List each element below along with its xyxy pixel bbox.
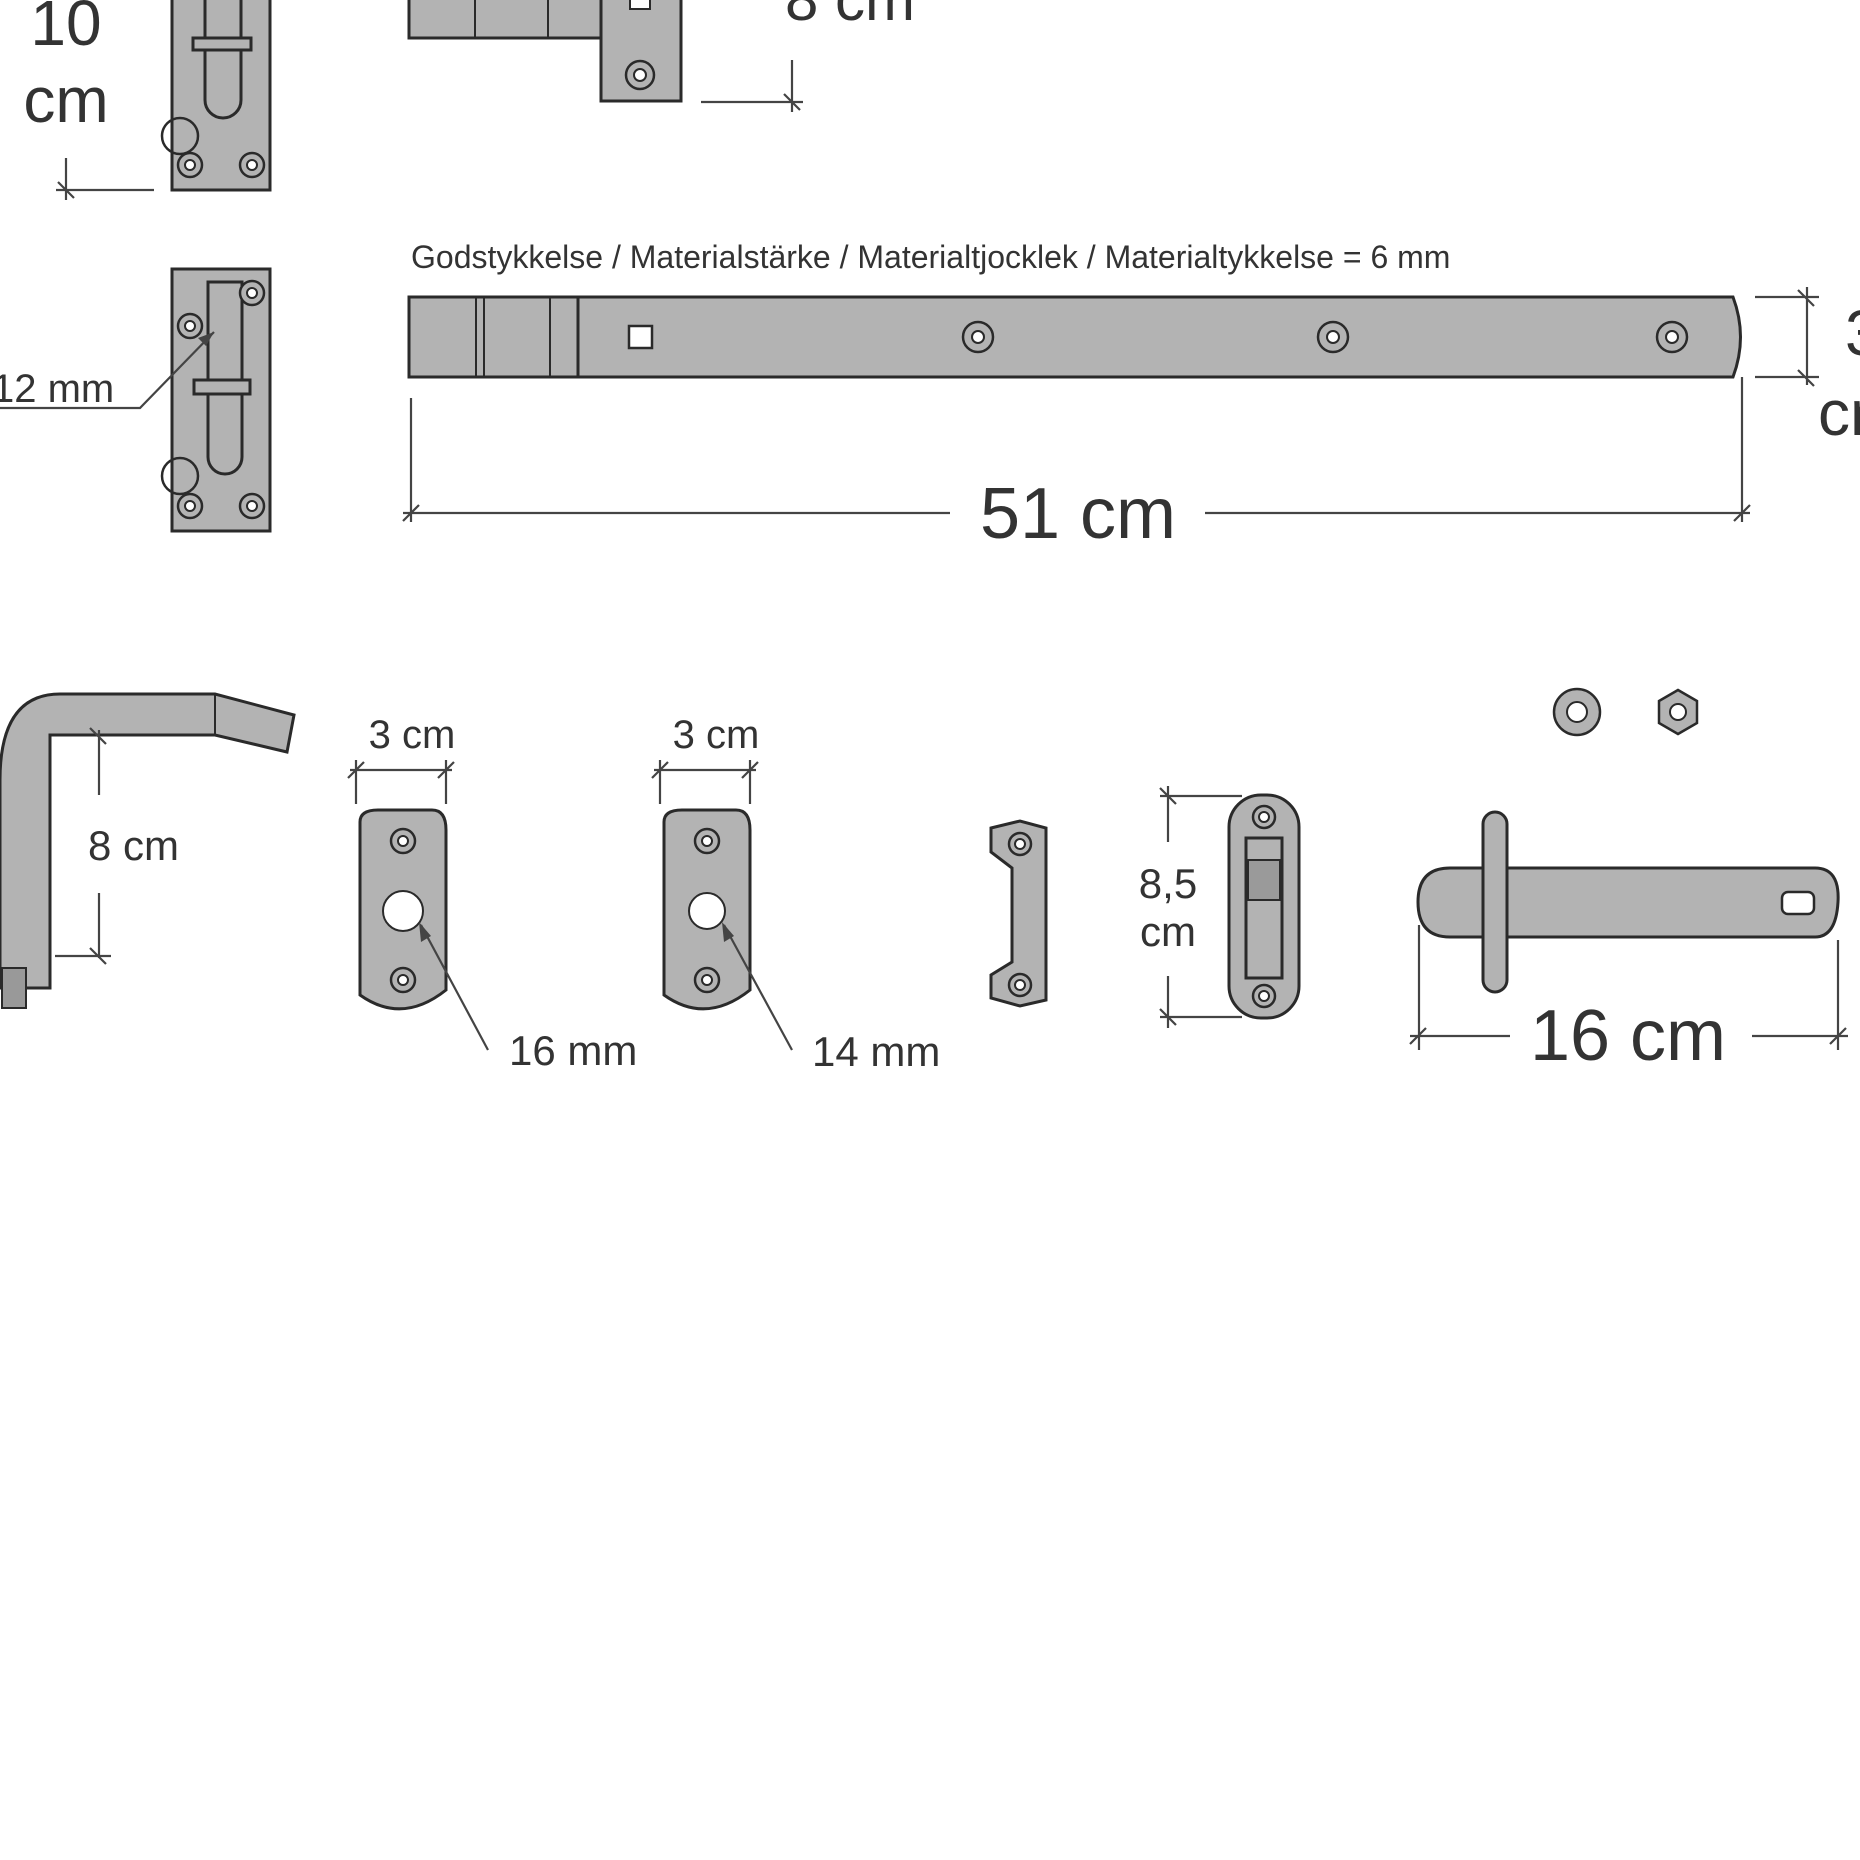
washer bbox=[1552, 687, 1602, 737]
material-thickness-note: Godstykkelse / Materialstärke / Material… bbox=[411, 239, 1450, 275]
gate-hinge-bracket bbox=[1227, 793, 1301, 1020]
strike-plate-14mm bbox=[662, 808, 752, 1011]
strap-length-label: 51 cm bbox=[980, 474, 1176, 554]
strap-height-unit: cm bbox=[1818, 377, 1860, 449]
top-strap-piece bbox=[407, 0, 683, 103]
bracket-height-unit: cm bbox=[1140, 908, 1196, 955]
bracket-height-label: 8,5 bbox=[1139, 860, 1197, 907]
top-hinge-plate bbox=[160, 0, 272, 192]
top-left-height-unit: cm bbox=[23, 64, 108, 136]
long-strap-hinge bbox=[407, 295, 1742, 379]
plate2-width-label: 3 cm bbox=[673, 713, 760, 757]
plate1-width-label: 3 cm bbox=[369, 713, 456, 757]
lpin-height-label: 8 cm bbox=[88, 822, 179, 869]
plate2-hole-label: 14 mm bbox=[812, 1028, 940, 1075]
bolt-length-label: 16 cm bbox=[1530, 996, 1726, 1076]
hinge-plate-with-pin bbox=[160, 267, 272, 533]
strap-height-label: 3 bbox=[1845, 297, 1860, 369]
top-left-height-label: 10 bbox=[30, 0, 101, 59]
hex-nut bbox=[1657, 688, 1699, 736]
plate1-hole-label: 16 mm bbox=[509, 1027, 637, 1074]
strike-plate-16mm bbox=[358, 808, 448, 1011]
top-middle-width-label: 8 cm bbox=[785, 0, 915, 33]
gate-hinge-bolt bbox=[1416, 810, 1840, 994]
l-shaped-hinge-pin bbox=[0, 692, 296, 1009]
small-staple-bracket bbox=[989, 819, 1048, 1008]
pin-diameter-label: 12 mm bbox=[0, 367, 114, 411]
